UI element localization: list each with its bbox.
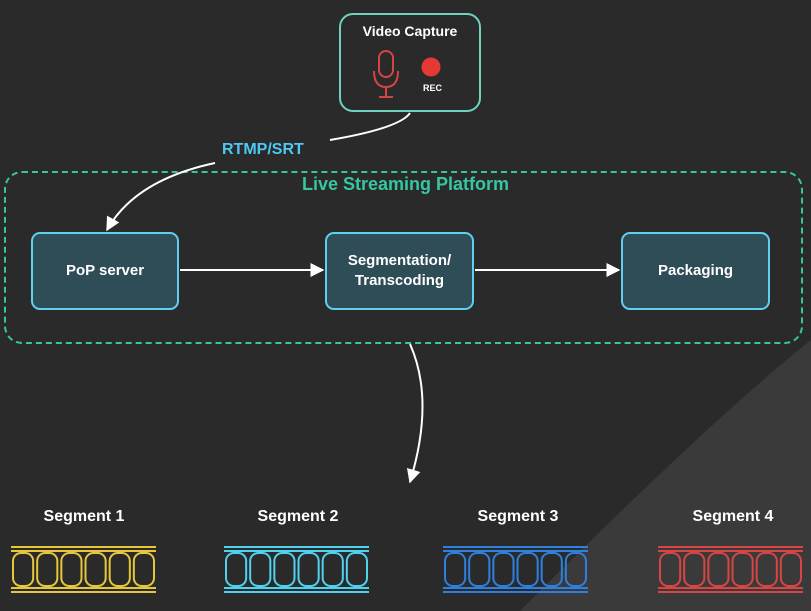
platform-title: Live Streaming Platform: [301, 174, 510, 194]
platform-frame: [4, 171, 803, 344]
packaging-node: Packaging: [621, 232, 770, 310]
packaging-label: Packaging: [657, 262, 734, 279]
rec-label: REC: [423, 83, 443, 93]
segmentation-label-line2: Transcoding: [354, 272, 445, 289]
record-dot-icon: [421, 57, 441, 77]
segment-4-label: Segment 4: [692, 508, 774, 525]
segment-3-label: Segment 3: [477, 508, 559, 525]
video-capture-title: Video Capture: [362, 23, 458, 39]
microphone-icon: [373, 50, 399, 98]
segment-1-label: Segment 1: [43, 508, 125, 525]
segment-2-label: Segment 2: [257, 508, 339, 525]
pop-server-node: PoP server: [31, 232, 179, 310]
video-capture-box: Video Capture REC: [339, 13, 481, 112]
segmentation-node: Segmentation/ Transcoding: [325, 232, 474, 310]
protocol-label: RTMP/SRT: [222, 141, 304, 158]
segmentation-label-line1: Segmentation/: [347, 252, 452, 269]
pop-server-label: PoP server: [65, 262, 145, 279]
